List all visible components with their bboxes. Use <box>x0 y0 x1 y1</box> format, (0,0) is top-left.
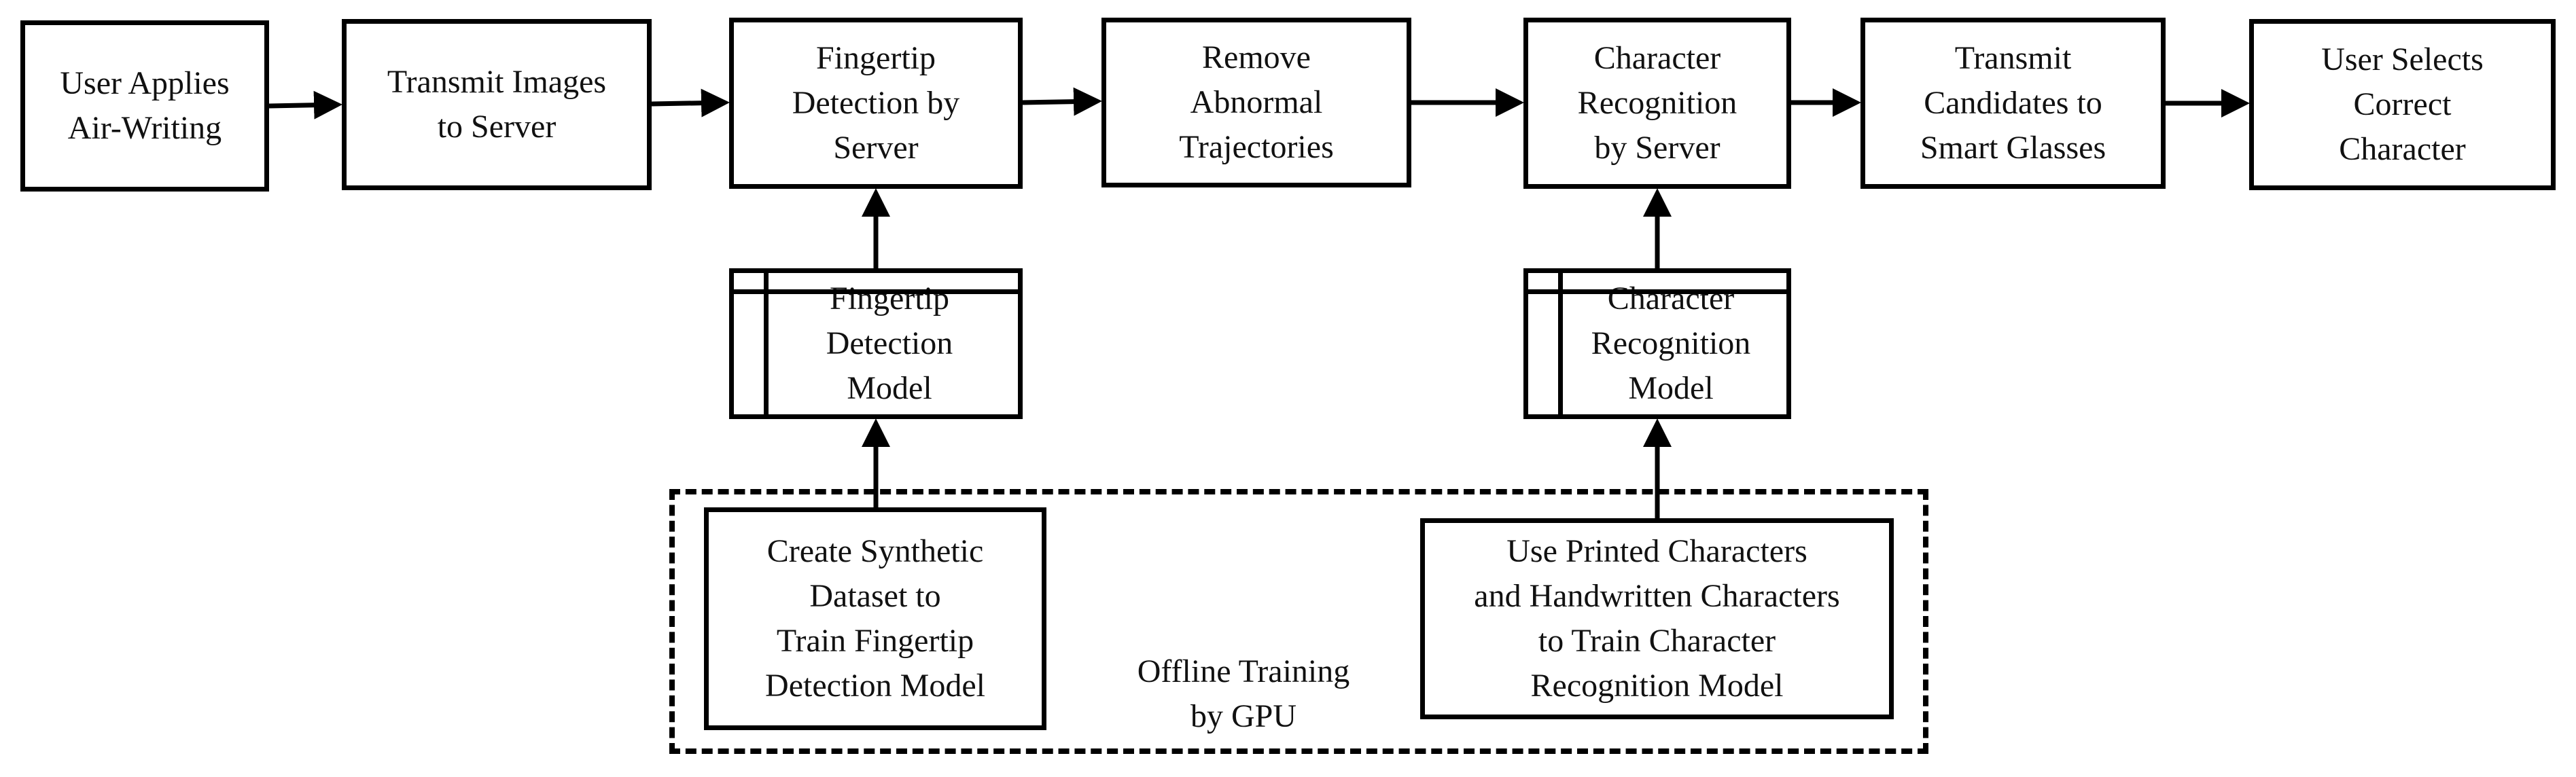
model-divider-vertical <box>1558 273 1563 414</box>
arrow-apply-to-transmit <box>268 90 342 120</box>
model-label: Character Recognition Model <box>1591 281 1751 406</box>
model-divider-horizontal <box>734 289 1018 294</box>
model-divider-vertical <box>764 273 769 414</box>
flow-step-fingertip-detection: Fingertip Detection by Server <box>729 18 1023 189</box>
offline-training-group <box>669 489 1928 754</box>
training-step-label: Create Synthetic Dataset to Train Finger… <box>765 533 985 704</box>
model-label: Fingertip Detection Model <box>826 281 953 406</box>
training-step-printed-handwritten: Use Printed Characters and Handwritten C… <box>1420 518 1894 719</box>
flow-step-user-selects-character: User Selects Correct Character <box>2249 19 2556 190</box>
flow-step-label: Transmit Images to Server <box>387 64 607 145</box>
flow-step-label: Fingertip Detection by Server <box>792 40 960 166</box>
flow-step-character-recognition: Character Recognition by Server <box>1523 18 1791 189</box>
arrow-detect-to-remove <box>1022 87 1102 116</box>
training-step-synthetic-dataset: Create Synthetic Dataset to Train Finger… <box>704 507 1046 730</box>
offline-training-label: Offline Training by GPU <box>1137 653 1350 734</box>
flow-step-remove-abnormal-trajectories: Remove Abnormal Trajectories <box>1101 18 1411 187</box>
training-step-label: Use Printed Characters and Handwritten C… <box>1474 533 1840 704</box>
model-divider-horizontal <box>1528 289 1786 294</box>
fingertip-detection-model: Fingertip Detection Model <box>729 268 1023 419</box>
flow-step-transmit-candidates: Transmit Candidates to Smart Glasses <box>1860 18 2166 189</box>
flow-step-label: User Selects Correct Character <box>2321 41 2484 167</box>
character-recognition-model: Character Recognition Model <box>1523 268 1791 419</box>
flow-step-user-applies-air-writing: User Applies Air-Writing <box>20 20 269 192</box>
flow-step-label: Character Recognition by Server <box>1577 40 1737 166</box>
flow-step-label: Remove Abnormal Trajectories <box>1179 39 1334 165</box>
flow-step-label: Transmit Candidates to Smart Glasses <box>1920 40 2106 166</box>
flow-step-label: User Applies Air-Writing <box>60 65 230 146</box>
arrow-transmit-to-detect <box>651 88 730 118</box>
flow-step-transmit-images: Transmit Images to Server <box>342 19 652 190</box>
